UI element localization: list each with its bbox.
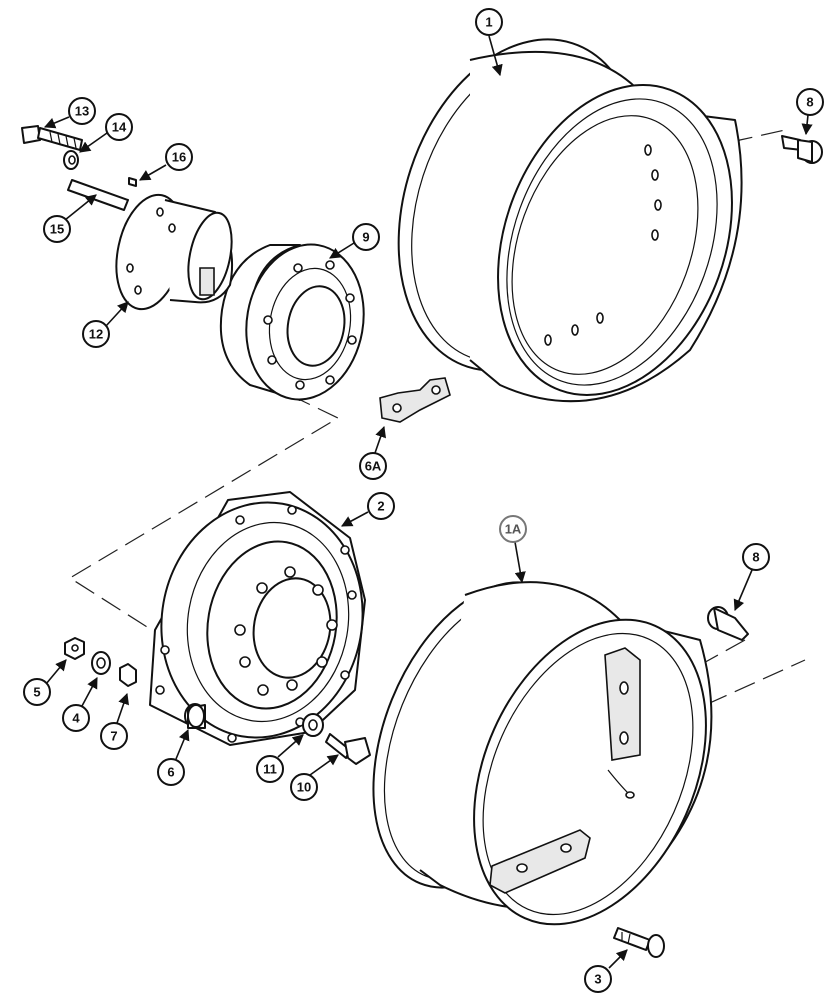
pin-16 bbox=[128, 177, 137, 187]
callout-1A[interactable]: 1A bbox=[499, 515, 527, 584]
center-disc-plate bbox=[149, 491, 366, 746]
callout-13[interactable]: 13 bbox=[43, 97, 96, 129]
svg-text:1: 1 bbox=[485, 15, 492, 30]
wheel-rim-lower bbox=[372, 581, 713, 926]
nut-5 bbox=[64, 637, 85, 660]
valve-stem-8-lower bbox=[707, 606, 749, 641]
svg-text:4: 4 bbox=[72, 711, 80, 726]
callout-1[interactable]: 1 bbox=[475, 8, 503, 77]
svg-text:6A: 6A bbox=[365, 459, 382, 474]
svg-text:13: 13 bbox=[75, 104, 89, 119]
hub-holes bbox=[126, 207, 176, 295]
callout-8-upper[interactable]: 8 bbox=[796, 88, 824, 136]
callout-5[interactable]: 5 bbox=[23, 659, 67, 706]
rim-lower-pin bbox=[607, 769, 635, 799]
nut-7 bbox=[119, 663, 137, 687]
svg-text:3: 3 bbox=[594, 972, 601, 987]
svg-text:9: 9 bbox=[362, 230, 369, 245]
bolt-3 bbox=[613, 927, 665, 958]
svg-text:1A: 1A bbox=[505, 522, 522, 537]
callout-14[interactable]: 14 bbox=[79, 113, 133, 153]
bushing-6 bbox=[184, 703, 206, 729]
key-15 bbox=[67, 179, 129, 211]
callout-6A[interactable]: 6A bbox=[359, 425, 387, 480]
callout-7[interactable]: 7 bbox=[100, 692, 130, 750]
washer-14 bbox=[63, 150, 79, 170]
svg-text:7: 7 bbox=[110, 729, 117, 744]
svg-text:8: 8 bbox=[752, 550, 759, 565]
washer-11 bbox=[302, 713, 324, 737]
callout-3[interactable]: 3 bbox=[584, 949, 628, 993]
callout-12[interactable]: 12 bbox=[82, 301, 129, 348]
hub-spacer-ring bbox=[219, 243, 365, 401]
svg-text:15: 15 bbox=[50, 222, 64, 237]
spacer-ring-holes bbox=[263, 260, 357, 390]
callout-16[interactable]: 16 bbox=[139, 143, 193, 181]
svg-text:11: 11 bbox=[263, 762, 277, 777]
svg-text:2: 2 bbox=[377, 499, 384, 514]
callout-2[interactable]: 2 bbox=[341, 492, 395, 527]
callout-9[interactable]: 9 bbox=[329, 223, 380, 259]
hub bbox=[115, 193, 234, 311]
callout-6[interactable]: 6 bbox=[157, 728, 190, 786]
bolt-10 bbox=[325, 733, 371, 765]
bolt-13 bbox=[21, 125, 83, 151]
rim-lower-clamp-bottom bbox=[489, 829, 591, 894]
svg-text:14: 14 bbox=[112, 120, 127, 135]
disc-bolt-holes-inner bbox=[234, 566, 338, 696]
svg-text:8: 8 bbox=[806, 95, 813, 110]
callout-15[interactable]: 15 bbox=[43, 194, 97, 243]
svg-text:5: 5 bbox=[33, 685, 40, 700]
svg-text:10: 10 bbox=[297, 780, 311, 795]
svg-text:12: 12 bbox=[89, 327, 103, 342]
washer-4 bbox=[91, 651, 111, 675]
wheel-rim-upper bbox=[397, 38, 743, 403]
clamp-6A bbox=[379, 377, 451, 423]
callout-10[interactable]: 10 bbox=[290, 754, 339, 801]
disc-bolt-holes-outer bbox=[155, 505, 357, 743]
callouts: 1 1A 2 3 4 5 6 bbox=[23, 8, 824, 993]
callout-11[interactable]: 11 bbox=[256, 734, 304, 783]
callout-8-lower[interactable]: 8 bbox=[733, 543, 770, 612]
svg-text:16: 16 bbox=[172, 150, 186, 165]
callout-4[interactable]: 4 bbox=[62, 677, 98, 732]
rim-upper-bolt-holes bbox=[544, 144, 662, 346]
valve-stem-8-upper bbox=[781, 135, 823, 164]
rim-lower-clamp-top bbox=[604, 647, 641, 761]
svg-text:6: 6 bbox=[167, 765, 174, 780]
